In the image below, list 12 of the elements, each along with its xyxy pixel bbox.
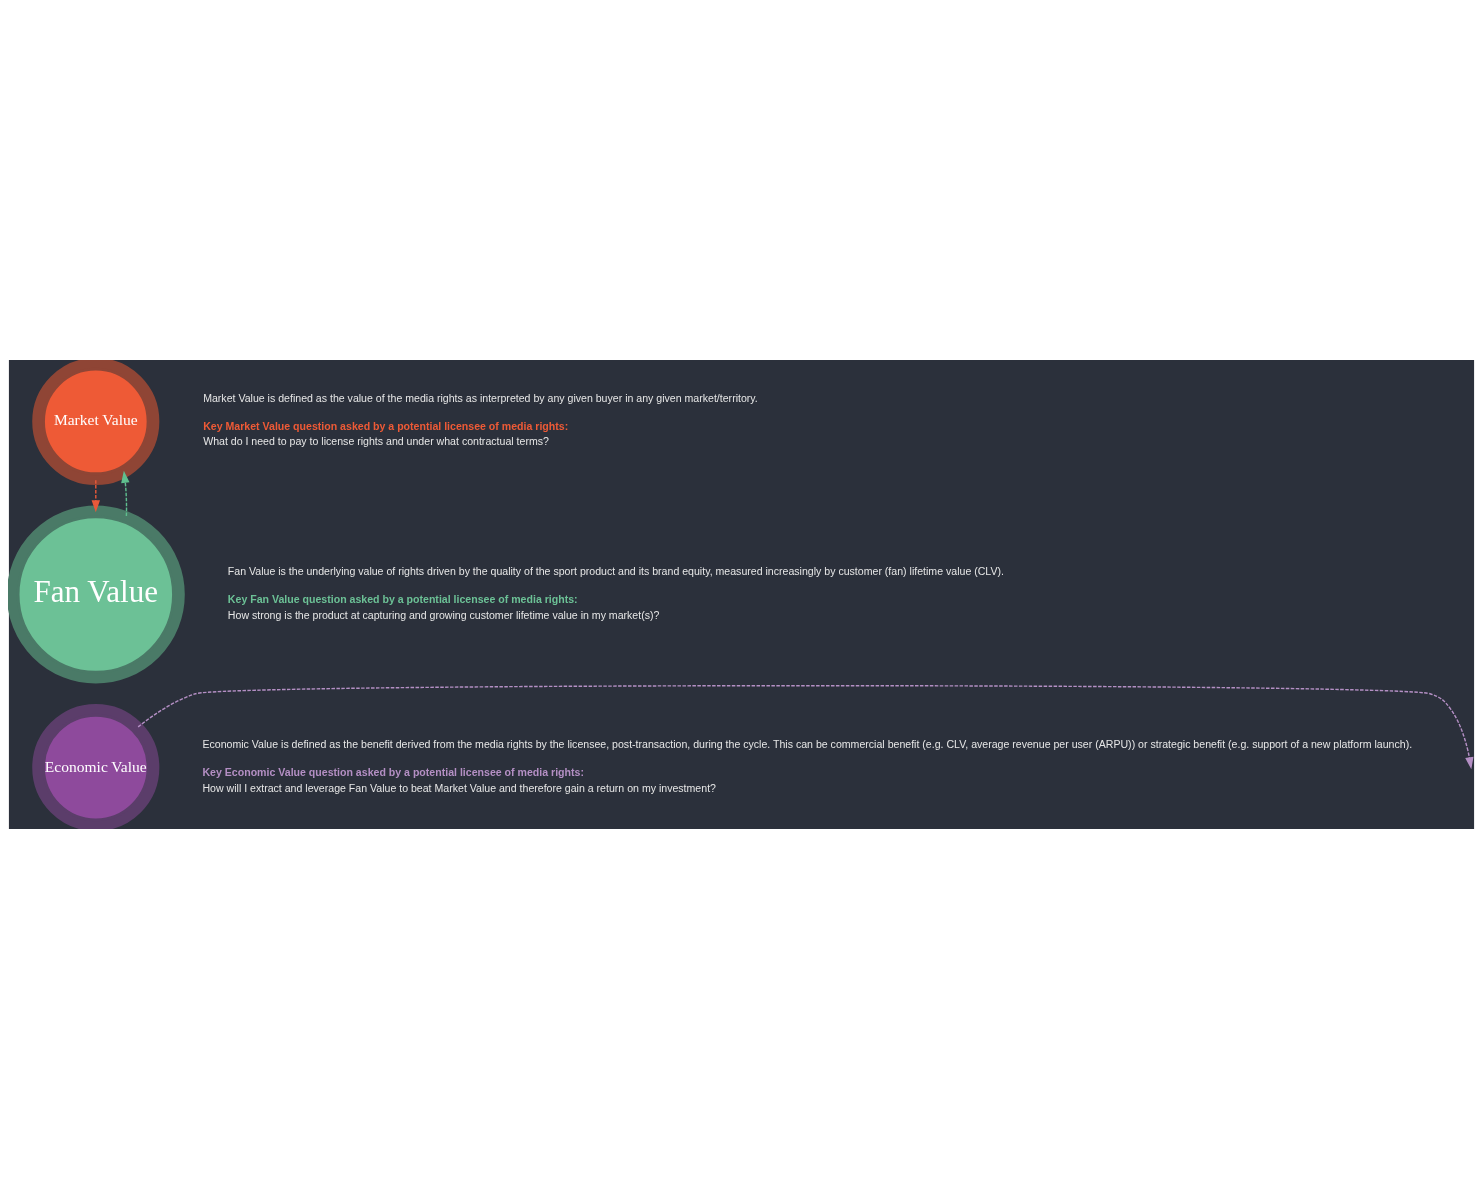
node-label: Key Fan Value question asked by a potential licensee of media rights:: [227, 592, 578, 605]
node-label: Market Value is defined as the value of the media rights as interpreted by any given buyer in any given market/territory.: [203, 392, 758, 405]
node-label: Key Economic Value question asked by a potential licensee of media rights:: [202, 766, 584, 779]
node-label: How strong is the product at capturing and growing customer lifetime value in my market(s)?: [227, 608, 660, 621]
arrow: [91, 479, 100, 513]
node-label: Fan Value is the underlying value of rights driven by the quality of the sport product and its brand equity, measured increasingly by customer (fan) lifetime value (CLV).: [227, 565, 1004, 578]
arrow: [137, 684, 1474, 770]
arrow: [121, 470, 130, 517]
node-label: Key Market Value question asked by a potential licensee of media rights:: [203, 419, 569, 432]
node-label: How will I extract and leverage Fan Value to beat Market Value and therefore gain a return on my investment?: [202, 781, 716, 794]
node-label: Economic Value is defined as the benefit derived from the media rights by the licensee, post-transaction, during the cycle. This can be commercial benefit (e.g. CLV, average revenue per user (ARPU)) or strategic benefit (e.g. support of a new platform launch).: [202, 738, 1413, 751]
node-label: What do I need to pay to license rights and under what contractual terms?: [203, 435, 549, 448]
